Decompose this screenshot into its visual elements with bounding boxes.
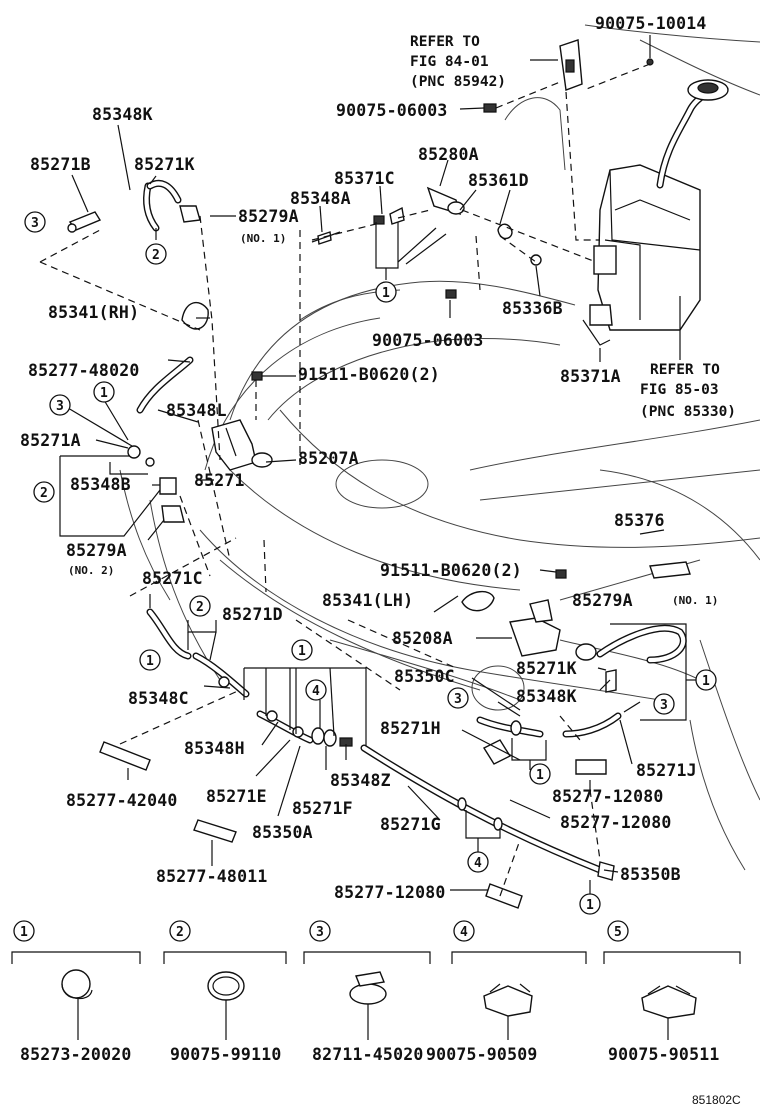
label-85361D: 85361D: [468, 171, 529, 190]
part-labels: 90075-10014 REFER TO FIG 84-01 (PNC 8594…: [20, 14, 736, 902]
callout-1: 1: [146, 654, 154, 669]
label-85271G: 85271G: [380, 815, 441, 834]
label-90075-06003-top: 90075-06003: [336, 101, 447, 120]
label-85348Z: 85348Z: [330, 771, 391, 790]
diagram-code: 851802C: [692, 1093, 741, 1107]
label-85271E: 85271E: [206, 787, 267, 806]
pumps-and-nozzles: [67, 179, 691, 909]
label-85207A: 85207A: [298, 449, 359, 468]
vehicle-body-outline: [119, 24, 760, 871]
label-refer-fig84-line3: (PNC 85942): [410, 74, 506, 90]
label-85348C: 85348C: [128, 689, 189, 708]
legend-3-number: 3: [316, 925, 324, 940]
label-85371C: 85371C: [334, 169, 395, 188]
legend-4-number: 4: [460, 925, 468, 940]
callout-3: 3: [454, 692, 462, 707]
label-refer-fig85-line1: REFER TO: [650, 362, 720, 378]
label-85348K-right: 85348K: [516, 687, 577, 706]
label-85271C: 85271C: [142, 569, 203, 588]
label-85271K-top: 85271K: [134, 155, 195, 174]
label-91511-b0620-top: 91511-B0620(2): [298, 365, 440, 384]
label-90075-06003-mid: 90075-06003: [372, 331, 483, 350]
label-85348K-top: 85348K: [92, 105, 153, 124]
callout-3: 3: [660, 698, 668, 713]
label-refer-fig85-line3: (PNC 85330): [640, 404, 736, 420]
callout-1: 1: [702, 674, 710, 689]
label-85271A: 85271A: [20, 431, 81, 450]
label-85348B: 85348B: [70, 475, 131, 494]
label-85277-48020: 85277-48020: [28, 361, 139, 380]
label-85280A: 85280A: [418, 145, 479, 164]
callout-4: 4: [312, 684, 320, 699]
label-85208A: 85208A: [392, 629, 453, 648]
callout-4: 4: [474, 856, 482, 871]
label-no1-right: (NO. 1): [672, 594, 718, 607]
callout-2: 2: [40, 486, 48, 501]
label-85277-48011: 85277-48011: [156, 867, 267, 886]
legend-5-part: 90075-90511: [608, 1045, 719, 1064]
label-85279A-mid: 85279A: [66, 541, 127, 560]
label-85279A-right: 85279A: [572, 591, 633, 610]
legend-3-part: 82711-45020: [312, 1045, 423, 1064]
legend-item-1: 1 85273-20020: [11, 920, 141, 1064]
legend-1-part: 85273-20020: [20, 1045, 131, 1064]
label-refer-fig84-line2: FIG 84-01: [410, 54, 489, 70]
legend-4-part: 90075-90509: [426, 1045, 537, 1064]
legend-item-4: 4 90075-90509: [426, 920, 587, 1064]
label-85371A: 85371A: [560, 367, 621, 386]
bracket-top: [483, 39, 654, 113]
label-85277-42040: 85277-42040: [66, 791, 177, 810]
callout-1: 1: [382, 286, 390, 301]
callout-2: 2: [196, 600, 204, 615]
label-85271J: 85271J: [636, 761, 697, 780]
label-85277-12080-c: 85277-12080: [334, 883, 445, 902]
label-85277-12080-b: 85277-12080: [560, 813, 671, 832]
callout-1: 1: [536, 768, 544, 783]
legend-item-3: 3 82711-45020: [303, 920, 431, 1064]
label-85271H: 85271H: [380, 719, 441, 738]
legend-item-2: 2 90075-99110: [163, 920, 287, 1064]
label-no2: (NO. 2): [68, 564, 114, 577]
callout-2: 2: [152, 248, 160, 263]
legend-2-part: 90075-99110: [170, 1045, 281, 1064]
legend-2-number: 2: [176, 925, 184, 940]
label-91511-b0620-mid: 91511-B0620(2): [380, 561, 522, 580]
legend-1-number: 1: [20, 925, 28, 940]
callout-circles: 3 2 1 1 3 2 2 1 1 4 3 3 1 1 4 1: [24, 211, 717, 915]
label-85271D: 85271D: [222, 605, 283, 624]
callout-3: 3: [31, 216, 39, 231]
leader-lines: [39, 35, 696, 897]
label-85336B: 85336B: [502, 299, 563, 318]
label-85277-12080-a: 85277-12080: [552, 787, 663, 806]
label-85348A: 85348A: [290, 189, 351, 208]
label-85376: 85376: [614, 511, 665, 530]
label-85271: 85271: [194, 471, 245, 490]
callout-3: 3: [56, 399, 64, 414]
callout-1: 1: [100, 386, 108, 401]
label-85348H: 85348H: [184, 739, 245, 758]
label-85271K-right: 85271K: [516, 659, 577, 678]
callout-1: 1: [586, 898, 594, 913]
label-85350B: 85350B: [620, 865, 681, 884]
legend-item-5: 5 90075-90511: [603, 920, 741, 1064]
label-85350A: 85350A: [252, 823, 313, 842]
legend-strip: 1 85273-20020 2 90075-99110 3 82711-4502…: [11, 920, 741, 1064]
callout-1: 1: [298, 644, 306, 659]
label-85350C: 85350C: [394, 667, 455, 686]
legend-5-number: 5: [614, 925, 622, 940]
label-85341-rh: 85341(RH): [48, 303, 139, 322]
label-85271F: 85271F: [292, 799, 353, 818]
label-refer-fig85-line2: FIG 85-03: [640, 382, 719, 398]
label-90075-10014: 90075-10014: [595, 14, 706, 33]
label-85348L: 85348L: [166, 401, 227, 420]
label-85279A-top: 85279A: [238, 207, 299, 226]
washer-tank: [582, 79, 729, 346]
label-85341-lh: 85341(LH): [322, 591, 413, 610]
label-refer-fig84-line1: REFER TO: [410, 34, 480, 50]
label-85271B: 85271B: [30, 155, 91, 174]
label-no1-top: (NO. 1): [240, 232, 286, 245]
